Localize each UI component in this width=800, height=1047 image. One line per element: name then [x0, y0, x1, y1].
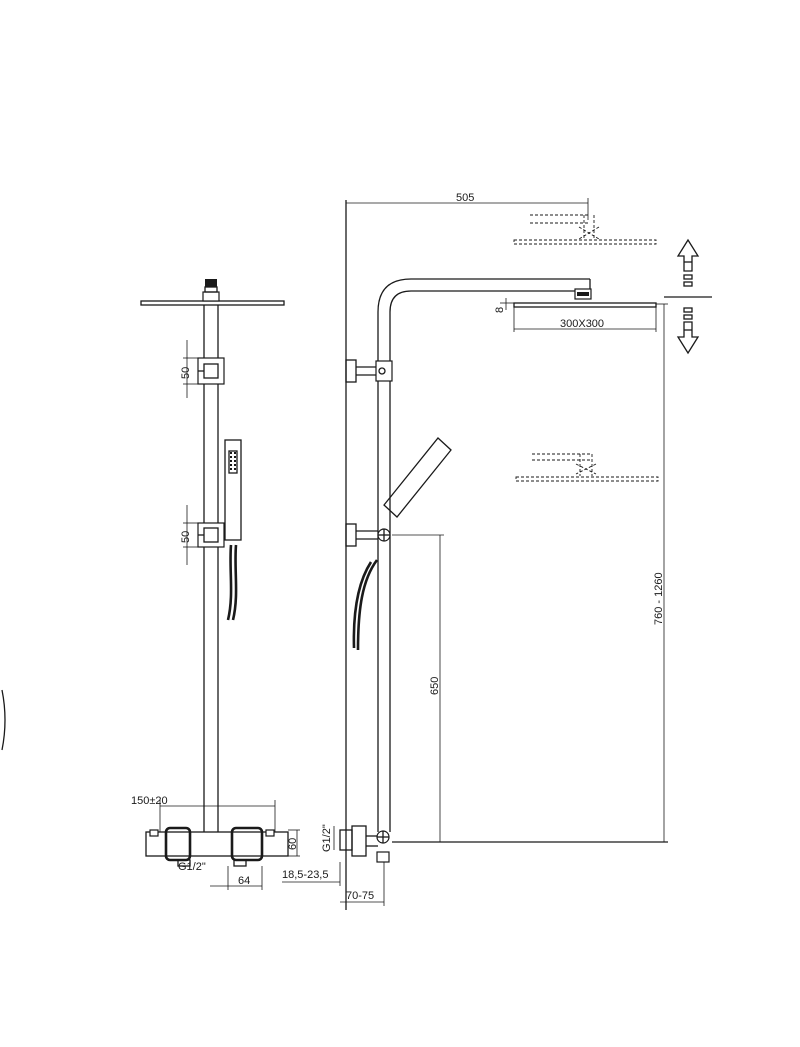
- dim-eccentric: 18,5-23,5: [282, 862, 341, 886]
- side-hose: [356, 559, 379, 651]
- front-hand-shower: [224, 439, 242, 541]
- dim-mixer-height: 60: [287, 829, 300, 857]
- dim-height-range: 760 - 1260: [653, 303, 668, 842]
- dim-holder-height: 650: [392, 534, 444, 842]
- front-lower-bracket: [197, 522, 225, 548]
- side-hand-shower: [383, 437, 452, 518]
- front-mixer: [145, 808, 289, 867]
- side-lower-bracket: [345, 523, 391, 547]
- label-arm-length: 505: [456, 192, 474, 204]
- label-eccentric-range: 18,5-23,5: [282, 869, 328, 881]
- head-position-lower: [515, 453, 659, 482]
- front-head-nut: [205, 279, 217, 287]
- dim-mixer-depth: 64: [210, 866, 263, 890]
- dim-head-size: 300X300: [513, 307, 657, 332]
- dim-arm-length: 505: [346, 192, 589, 220]
- side-mixer: [339, 825, 668, 863]
- dim-bracket-upper: 50: [180, 340, 198, 398]
- label-wall-distance: 70-75: [346, 890, 374, 902]
- head-position-upper: [513, 214, 657, 245]
- dim-inlet-spacing: 150±20: [131, 795, 276, 832]
- height-adjust-arrows-icon: [664, 238, 712, 355]
- front-hose: [226, 544, 233, 621]
- label-height-range: 760 - 1260: [653, 572, 665, 625]
- label-inlet-thread-side: G1/2": [321, 824, 333, 852]
- label-holder-height: 650: [429, 677, 441, 695]
- front-upper-bracket: [197, 357, 225, 385]
- dim-wall-distance: 70-75: [340, 862, 385, 906]
- front-shower-head: [140, 300, 285, 306]
- side-shower-head: [513, 302, 657, 308]
- label-mixer-depth: 64: [238, 875, 250, 887]
- label-inlet-spacing: 150±20: [131, 795, 168, 807]
- side-shower-arm-top: [377, 278, 590, 313]
- label-bracket-upper: 50: [180, 367, 192, 379]
- front-head-connector: [202, 291, 220, 302]
- label-head-size: 300X300: [560, 318, 604, 330]
- page-edge-mark: [1, 689, 6, 751]
- label-inlet-thread-front: G1/2": [178, 861, 206, 873]
- label-bracket-lower: 50: [180, 531, 192, 543]
- label-mixer-height: 60: [287, 838, 299, 850]
- label-head-offset: 8: [494, 307, 506, 313]
- dim-head-offset: 8: [494, 298, 514, 313]
- side-shower-arm-bottom: [389, 290, 590, 313]
- side-upper-bracket: [345, 359, 393, 383]
- dim-bracket-lower: 50: [180, 505, 198, 565]
- front-view: 50 50: [131, 279, 300, 890]
- side-view: 505 8: [282, 192, 712, 910]
